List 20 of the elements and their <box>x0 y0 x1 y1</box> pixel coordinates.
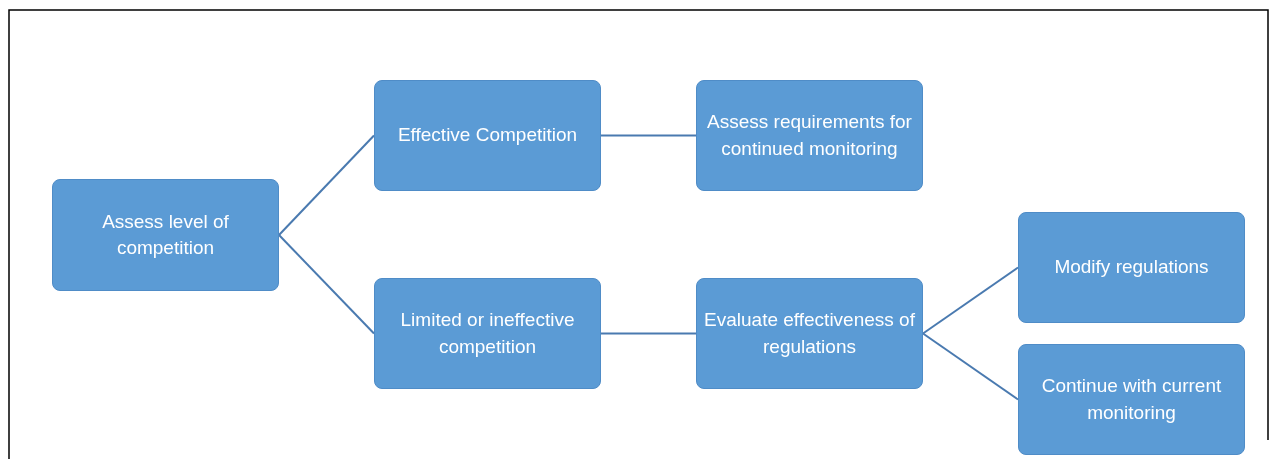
process-box <box>1018 344 1245 455</box>
process-box <box>696 278 923 389</box>
box-label: Assess requirements for continued monitoring <box>706 110 913 161</box>
process-box <box>374 278 601 389</box>
box-label: Effective Competition <box>397 123 578 148</box>
process-box <box>374 80 601 191</box>
box-label: Evaluate effectiveness of regulations <box>703 308 916 359</box>
box-label: Modify regulations <box>1054 255 1209 280</box>
process-box <box>52 179 279 291</box>
process-box <box>696 80 923 191</box>
connector-line <box>278 234 375 335</box>
box-label: Assess level of competition <box>101 209 230 260</box>
process-box <box>1018 212 1245 323</box>
connector-line <box>600 332 697 335</box>
connector-line <box>922 332 1019 401</box>
connector-line <box>278 134 375 236</box>
connector-line <box>600 134 697 137</box>
box-label: Limited or ineffective competition <box>399 308 576 359</box>
connector-line <box>922 266 1019 335</box>
box-label: Continue with current monitoring <box>1040 374 1223 425</box>
